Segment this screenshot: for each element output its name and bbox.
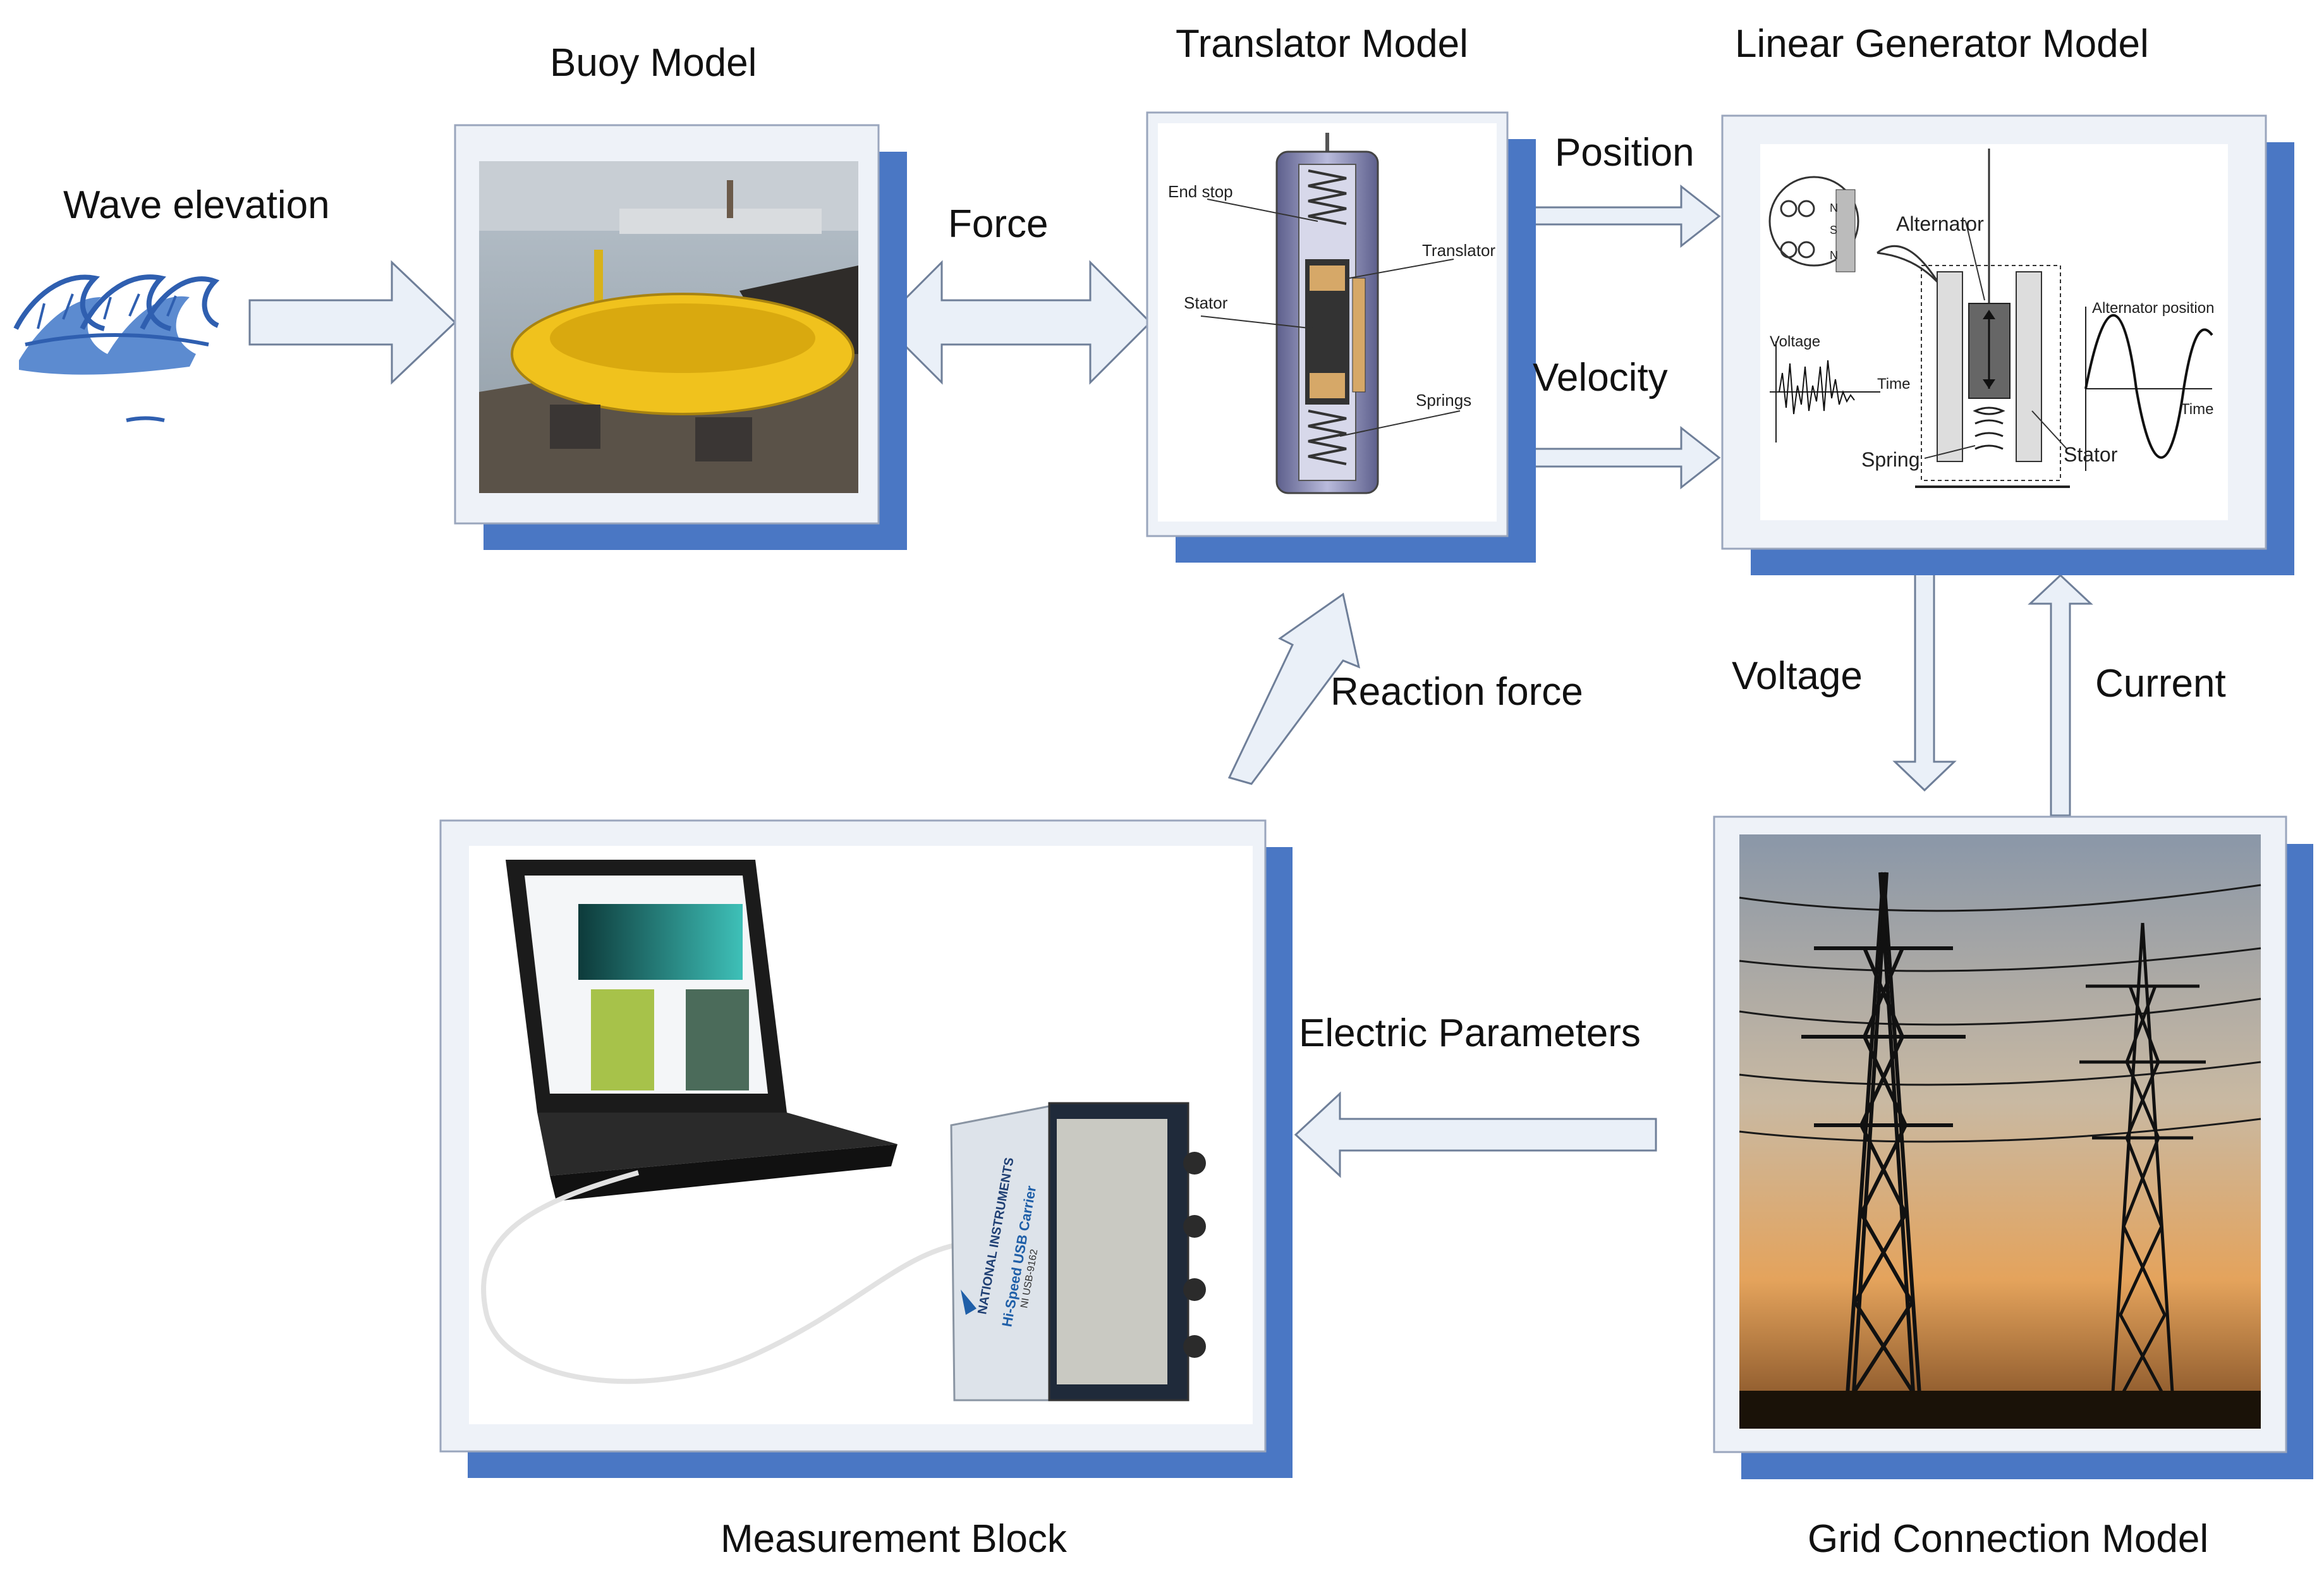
arrows [248,184,2093,1178]
end-stop-label: End stop [1168,182,1233,201]
time-plot-label-2: Time [2181,401,2213,418]
generator-schematic: N S N Alternator Voltage Time A [1768,149,2214,488]
springs-label: Springs [1416,391,1471,410]
pylon-right [2079,922,2206,1423]
alternator-label: Alternator [1896,212,1984,235]
alternator-position-label: Alternator position [2092,300,2214,317]
position-arrow [1509,184,1721,248]
voltage-label: Voltage [1732,654,1863,698]
daq-device-image: NATIONAL INSTRUMENTS Hi-Speed USB Carrie… [950,1102,1206,1401]
wave-to-buoy-arrow [248,260,457,385]
velocity-label: Velocity [1533,356,1668,400]
grid-connection-title: Grid Connection Model [1808,1517,2208,1561]
electric-parameters-arrow [1294,1091,1657,1178]
velocity-arrow [1509,425,1721,490]
diagram-labels: Wave elevation Buoy Model Translator Mod… [63,22,2226,1561]
buoy-model-title: Buoy Model [550,41,757,85]
buoy-photo [479,161,858,493]
measurement-block-title: Measurement Block [721,1517,1068,1561]
laptop-image [481,860,955,1384]
wave-icon [13,274,220,422]
time-plot-label-1: Time [1877,375,1910,393]
buoy-model-panel [454,124,907,550]
current-label: Current [2095,662,2226,705]
stator-gen-label: Stator [2064,443,2118,466]
force-bidirectional-arrow [880,260,1152,385]
pylon-left [1801,872,1966,1423]
linear-generator-panel: N S N Alternator Voltage Time A [1721,114,2294,575]
translator-cross-section: End stop Translator Stator Springs [1168,133,1495,494]
position-label: Position [1555,131,1694,174]
spring-label: Spring [1861,448,1920,471]
force-label: Force [948,202,1048,246]
translator-label: Translator [1422,241,1495,260]
reaction-force-label: Reaction force [1330,670,1583,714]
grid-connection-panel [1713,815,2313,1479]
measurement-block-panel: NATIONAL INSTRUMENTS Hi-Speed USB Carrie… [439,819,1293,1478]
power-lines-photo [1739,834,2261,1429]
linear-generator-title: Linear Generator Model [1735,22,2149,66]
translator-model-panel: End stop Translator Stator Springs [1146,111,1536,563]
translator-model-title: Translator Model [1176,22,1468,66]
electric-parameters-label: Electric Parameters [1299,1011,1641,1055]
wave-elevation-label: Wave elevation [63,183,330,227]
pole-s: S [1830,224,1837,236]
stator-label: Stator [1184,293,1228,312]
pole-n-bottom: N [1830,249,1838,262]
current-up-arrow [2028,573,2093,817]
reaction-force-arrow [1227,592,1361,785]
voltage-plot-label: Voltage [1770,333,1820,350]
pole-n-top: N [1830,202,1838,214]
voltage-down-arrow [1892,549,1957,792]
